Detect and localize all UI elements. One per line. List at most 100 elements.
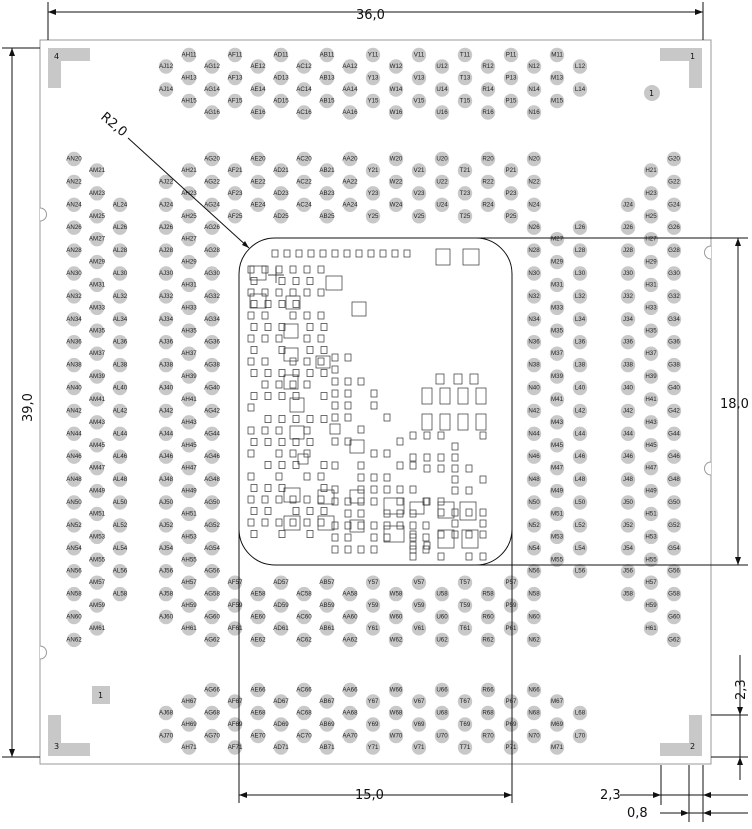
ball-L40: L40 xyxy=(572,380,588,396)
die-component xyxy=(275,288,283,297)
ball-AA60: AA60 xyxy=(342,609,358,625)
ball-pad xyxy=(643,529,659,545)
ball-label: AN44 xyxy=(66,430,82,437)
ball-AN36: AN36 xyxy=(66,335,82,350)
ball-W70: W70 xyxy=(388,728,404,744)
ball-pad xyxy=(620,380,636,396)
ball-V71: V71 xyxy=(411,740,427,755)
ball-label: M69 xyxy=(551,721,564,728)
die-component xyxy=(247,403,255,412)
ball-pad xyxy=(296,705,312,721)
ball-label: P59 xyxy=(505,602,517,609)
ball-pad xyxy=(296,59,312,74)
ball-R70: R70 xyxy=(480,728,496,744)
ball-pad xyxy=(250,82,266,97)
die-component xyxy=(320,461,328,469)
die-component xyxy=(331,377,339,386)
ball-pad xyxy=(89,460,105,476)
ball-label: W24 xyxy=(390,201,403,208)
ball-N26: N26 xyxy=(526,220,542,235)
ball-AN40: AN40 xyxy=(66,380,82,396)
die-component xyxy=(264,415,272,423)
ball-pad xyxy=(204,197,220,212)
ball-AA62: AA62 xyxy=(342,632,358,648)
ball-AJ70: AJ70 xyxy=(158,728,174,744)
ball-label: AE24 xyxy=(250,201,266,208)
ball-label: M67 xyxy=(551,698,564,705)
die-component xyxy=(344,413,352,422)
die-component xyxy=(247,288,255,297)
ball-pad xyxy=(503,93,519,109)
ball-label: T11 xyxy=(460,52,471,59)
ball-pad xyxy=(181,438,197,453)
ball-AA22: AA22 xyxy=(342,174,358,190)
ball-pad xyxy=(89,483,105,499)
ball-label: G50 xyxy=(668,499,680,506)
ball-label: N54 xyxy=(528,545,540,552)
ball-AM61: AM61 xyxy=(89,621,106,636)
ball-AC16: AC16 xyxy=(296,105,312,120)
ball-AN24: AN24 xyxy=(66,197,82,212)
ball-pad xyxy=(549,93,565,109)
ball-pad xyxy=(549,323,565,338)
ball-pad xyxy=(296,682,312,698)
ball-pad xyxy=(66,174,82,190)
ball-pad xyxy=(204,312,220,327)
ball-label: T57 xyxy=(460,579,471,586)
ball-label: N16 xyxy=(528,109,540,116)
ball-AJ24: AJ24 xyxy=(158,197,174,212)
ball-pad xyxy=(549,415,565,430)
ball-label: AM25 xyxy=(89,213,106,220)
ball-label: AN52 xyxy=(66,522,82,529)
ball-label: V15 xyxy=(413,98,425,105)
ball-label: AF61 xyxy=(228,625,243,632)
ball-pad xyxy=(227,70,243,86)
die-component xyxy=(306,277,314,285)
ball-pad xyxy=(181,460,197,476)
ball-pad xyxy=(66,289,82,304)
ball-pad xyxy=(549,529,565,545)
die-component xyxy=(317,489,335,505)
die-component xyxy=(396,461,404,470)
ball-label: AM53 xyxy=(89,533,106,540)
ball-AA58: AA58 xyxy=(342,586,358,602)
ball-pad xyxy=(526,472,542,487)
ball-label: AG48 xyxy=(204,476,220,483)
ball-label: V59 xyxy=(413,602,425,609)
die-component xyxy=(292,461,300,469)
ball-pad xyxy=(158,243,174,258)
ball-M45: M45 xyxy=(549,438,565,453)
ball-M49: M49 xyxy=(549,483,565,499)
die-component xyxy=(306,369,314,377)
die-component xyxy=(465,552,473,561)
ball-pad xyxy=(480,586,496,602)
ball-pad xyxy=(66,403,82,419)
ball-Y25: Y25 xyxy=(365,209,381,224)
ball-pad xyxy=(204,541,220,556)
ball-pad xyxy=(204,243,220,258)
ball-pad xyxy=(158,312,174,327)
ball-label: AN38 xyxy=(66,362,82,369)
ball-pad xyxy=(273,186,289,201)
ball-label: AM21 xyxy=(89,167,106,174)
ball-H53: H53 xyxy=(643,529,659,545)
ball-AF21: AF21 xyxy=(228,163,243,178)
ball-pad xyxy=(296,632,312,648)
ball-pad xyxy=(620,541,636,556)
die-component xyxy=(264,507,272,515)
ball-pad xyxy=(503,70,519,86)
die-component xyxy=(357,377,365,386)
ball-AC70: AC70 xyxy=(296,728,312,744)
ball-G42: G42 xyxy=(666,403,682,419)
ball-AG46: AG46 xyxy=(204,449,220,464)
ball-pad xyxy=(158,335,174,350)
ball-M33: M33 xyxy=(549,300,565,316)
ball-label: G34 xyxy=(668,316,680,323)
ball-label: AN46 xyxy=(66,453,82,460)
ball-R68: R68 xyxy=(480,705,496,721)
ball-AA14: AA14 xyxy=(342,82,358,97)
ball-label: J40 xyxy=(623,385,634,392)
ball-label: J32 xyxy=(623,293,634,300)
ball-pad xyxy=(89,621,105,636)
ball-Y11: Y11 xyxy=(365,47,381,63)
